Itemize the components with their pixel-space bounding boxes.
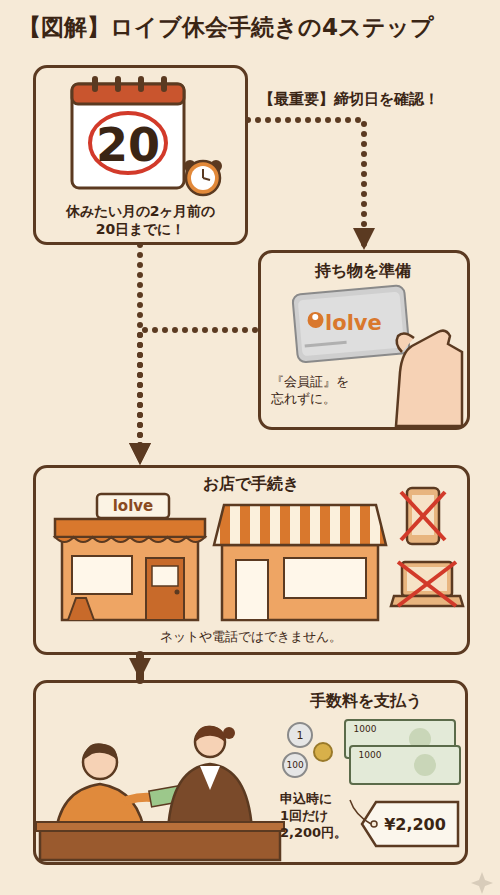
clerk-figure bbox=[168, 726, 252, 830]
fee-note: 申込時に 1回だけ 2,200円。 bbox=[280, 791, 350, 842]
member-card bbox=[292, 285, 410, 363]
step-box: 持ち物を準備 lolve 『会員証』を 忘れずに。 bbox=[258, 250, 470, 430]
price-tag-text: ¥2,200 bbox=[376, 815, 454, 836]
flow-connector bbox=[248, 120, 364, 250]
step-note: 『会員証』を 忘れずに。 bbox=[271, 374, 383, 408]
shop-building bbox=[214, 505, 386, 620]
card-logo-text: lolve bbox=[325, 310, 405, 337]
banknote-value: 1000 bbox=[354, 725, 377, 734]
shop-sign-text: lolve bbox=[97, 497, 169, 517]
alarm-clock bbox=[184, 160, 222, 195]
diagram-title: 【図解】ロイブ休会手続きの4ステップ bbox=[18, 12, 434, 43]
hand bbox=[396, 331, 462, 426]
shop-building bbox=[55, 494, 205, 620]
step-heading: 手数料を支払う bbox=[276, 691, 456, 712]
no-laptop-icon bbox=[391, 562, 463, 606]
coin-value: 1 bbox=[297, 730, 304, 741]
step-box: お店で手続きlolve ネットや電話ではできません。 bbox=[33, 465, 470, 655]
flow-connector bbox=[137, 245, 143, 465]
calendar-date: 20 bbox=[88, 116, 168, 176]
price-tag bbox=[350, 800, 458, 846]
deadline-note: 休みたい月の2ヶ月前の 20日までに！ bbox=[39, 202, 242, 238]
sparkle-mark bbox=[471, 872, 493, 894]
flow-connector bbox=[136, 655, 144, 680]
step-box: 20 休みたい月の2ヶ月前の 20日までに！ bbox=[33, 65, 248, 245]
step-box: 手数料を支払う申込時に 1回だけ 2,200円。 ¥2,200 bbox=[33, 680, 468, 865]
banknotes bbox=[345, 720, 460, 784]
calendar-icon bbox=[72, 76, 184, 188]
step-note: ネットや電話ではできません。 bbox=[36, 629, 465, 646]
coins bbox=[283, 723, 332, 777]
flow-connector bbox=[140, 330, 258, 465]
banknote-value: 1000 bbox=[359, 751, 382, 760]
connector-label: 【最重要】締切日を確認！ bbox=[256, 90, 442, 109]
no-phone-icon bbox=[401, 488, 445, 544]
counter bbox=[36, 822, 284, 860]
step-heading: お店で手続き bbox=[36, 474, 465, 495]
coin-value: 100 bbox=[287, 761, 304, 770]
step-heading: 持ち物を準備 bbox=[261, 261, 465, 282]
